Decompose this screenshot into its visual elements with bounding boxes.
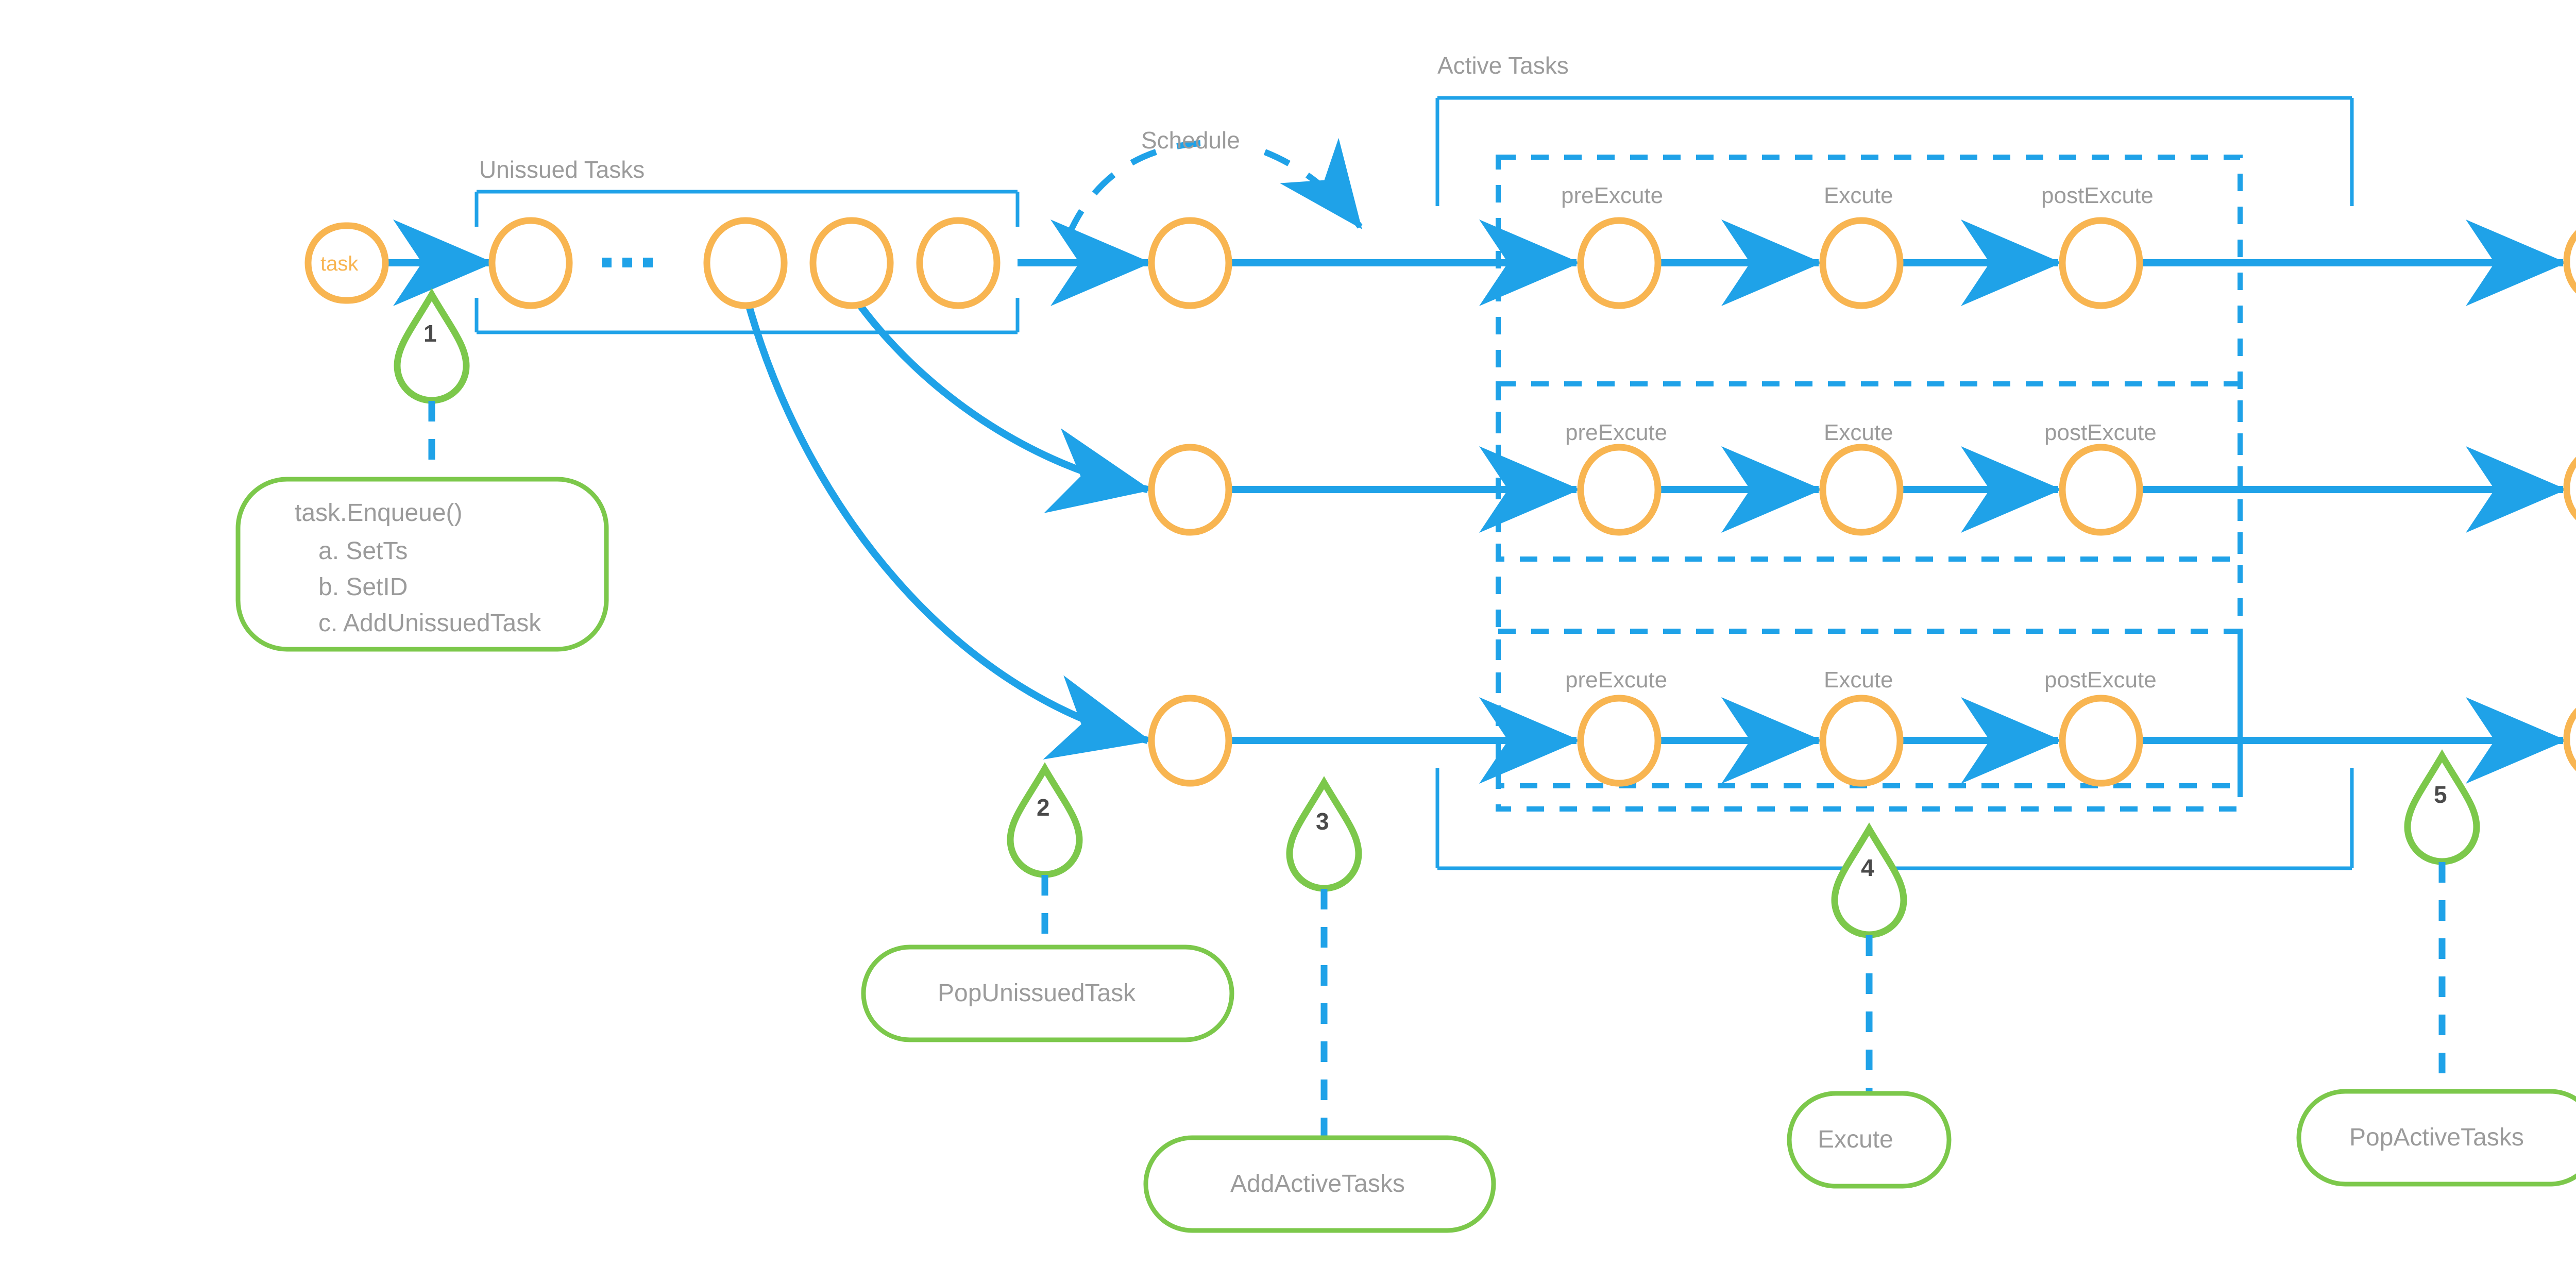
callout-box-2	[861, 944, 1234, 1042]
callout-1-item-b: b. SetID	[318, 573, 408, 601]
active-tasks-bracket	[1435, 96, 2354, 870]
node-task-label: task	[320, 252, 359, 275]
callout-4-title: Excute	[1818, 1126, 1893, 1153]
node-unissued-3	[809, 217, 894, 309]
marker-2-number: 2	[1037, 794, 1050, 821]
node-unissued-4	[916, 217, 1001, 309]
node-row3-exit	[2563, 707, 2576, 771]
node-row3-postexcute	[2059, 695, 2143, 787]
row-2-stage-label-postexcute: postExcute	[2044, 420, 2157, 445]
node-row2-entry	[1148, 444, 1232, 536]
row-3-flow	[1221, 629, 2567, 812]
callout-markers	[394, 288, 2480, 1138]
node-row2-exit	[2563, 457, 2576, 520]
node-unissued-1	[488, 217, 573, 309]
row-1-stage-label-preexcute: preExcute	[1561, 183, 1664, 208]
row-1-flow	[1221, 155, 2567, 562]
marker-3-number: 3	[1316, 808, 1329, 835]
row-3-stage-label-preexcute: preExcute	[1565, 667, 1668, 693]
active-tasks-label: Active Tasks	[1437, 52, 1569, 79]
schedule-dashed-curves	[1066, 138, 1363, 236]
callout-box-4	[1787, 1091, 1952, 1189]
row-3-stage-label-postexcute: postExcute	[2044, 667, 2157, 693]
marker-1-teardrop	[394, 288, 470, 404]
node-row1-entry	[1148, 217, 1232, 309]
flow-queue-branches	[743, 296, 1151, 760]
task-nodes	[304, 217, 2576, 787]
callout-3-title: AddActiveTasks	[1230, 1170, 1405, 1197]
node-row3-entry	[1148, 695, 1232, 787]
row-1-stage-label-excute: Excute	[1824, 183, 1893, 208]
marker-5-number: 5	[2434, 781, 2447, 808]
row-1-stage-label-postexcute: postExcute	[2041, 183, 2154, 208]
row-2-pipeline-box	[1496, 381, 2243, 788]
row-2-stage-label-excute: Excute	[1824, 420, 1893, 445]
row-2-flow	[1221, 381, 2567, 788]
callout-box-1	[235, 477, 609, 652]
marker-4-teardrop	[1831, 822, 1907, 938]
marker-5-teardrop	[2404, 749, 2480, 865]
node-row2-preexcute	[1577, 444, 1662, 536]
node-row1-exit	[2563, 230, 2576, 294]
marker-3-teardrop	[1286, 776, 1362, 892]
callout-2-title: PopUnissuedTask	[938, 980, 1136, 1007]
node-unissued-2	[703, 217, 788, 309]
unissued-tasks-bracket	[474, 190, 1020, 334]
node-row1-excute	[1819, 217, 1904, 309]
row-1-pipeline-box	[1496, 155, 2243, 562]
callout-5-title: PopActiveTasks	[2349, 1124, 2524, 1151]
node-row2-postexcute	[2059, 444, 2143, 536]
marker-1-number: 1	[423, 320, 437, 347]
callout-box-5	[2296, 1089, 2576, 1187]
queue-ellipsis-dots	[602, 258, 653, 267]
row-3-stage-label-excute: Excute	[1824, 667, 1893, 693]
marker-4-number: 4	[1861, 854, 1874, 881]
callout-1-item-a: a. SetTs	[318, 537, 408, 565]
schedule-label: Schedule	[1141, 127, 1240, 154]
row-2-stage-label-preexcute: preExcute	[1565, 420, 1668, 445]
node-task	[304, 222, 389, 304]
node-row3-excute	[1819, 695, 1904, 787]
node-row3-preexcute	[1577, 695, 1662, 787]
node-row1-postexcute	[2059, 217, 2143, 309]
unissued-tasks-label: Unissued Tasks	[479, 156, 645, 183]
node-row1-preexcute	[1577, 217, 1662, 309]
marker-2-teardrop	[1007, 762, 1083, 878]
node-row2-excute	[1819, 444, 1904, 536]
callout-box-3	[1143, 1135, 1496, 1233]
callout-1-item-c: c. AddUnissuedTask	[318, 610, 541, 637]
callout-boxes	[235, 477, 2576, 1233]
callout-1-title: task.Enqueue()	[295, 499, 463, 527]
